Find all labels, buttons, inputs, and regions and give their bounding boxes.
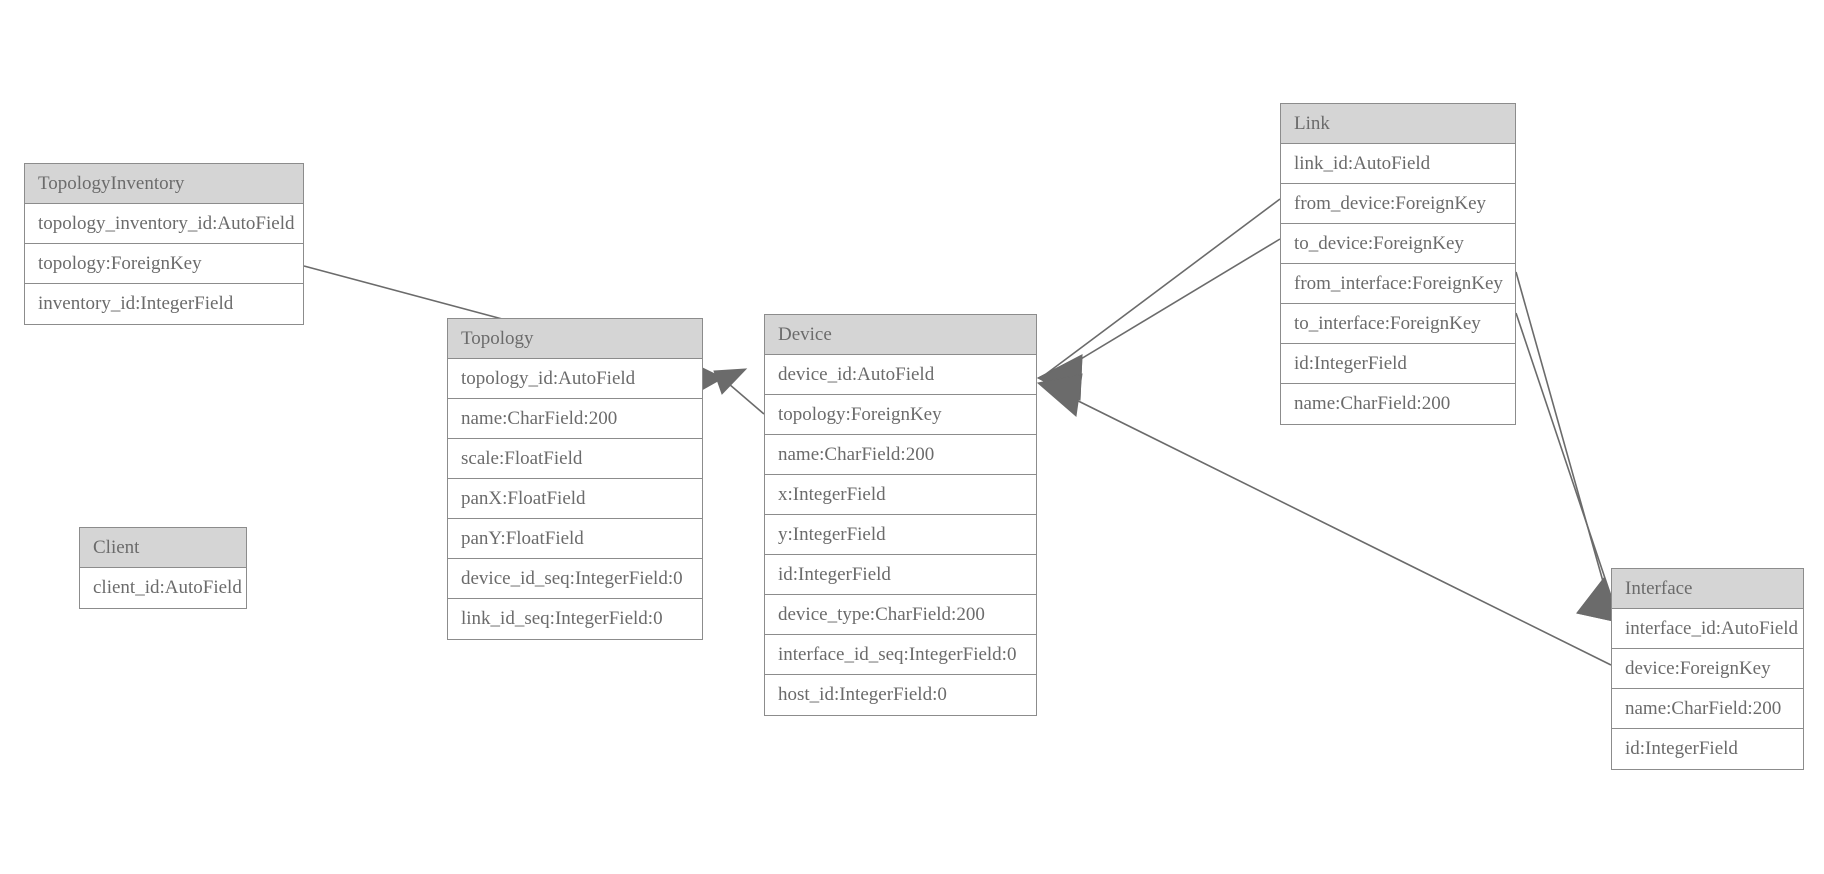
entity-field-row[interactable]: panY:FloatField (448, 519, 702, 559)
relationship-line-link-to-interface (1515, 312, 1619, 618)
relationship-line-device-topology (721, 377, 765, 415)
entity-field-row[interactable]: topology_id:AutoField (448, 359, 702, 399)
entity-field-row[interactable]: topology:ForeignKey (765, 395, 1036, 435)
entity-field-row[interactable]: name:CharField:200 (448, 399, 702, 439)
entity-field-row[interactable]: device_id:AutoField (765, 355, 1036, 395)
entity-field-row[interactable]: id:IntegerField (1612, 729, 1803, 769)
entity-field-row[interactable]: device_id_seq:IntegerField:0 (448, 559, 702, 599)
entity-field-row[interactable]: name:CharField:200 (1612, 689, 1803, 729)
entity-field-row[interactable]: interface_id:AutoField (1612, 609, 1803, 649)
entity-field-row[interactable]: y:IntegerField (765, 515, 1036, 555)
entity-title-topology_inventory: TopologyInventory (25, 164, 303, 204)
relationship-arrowhead-link-to-device (1036, 354, 1083, 401)
entity-field-row[interactable]: id:IntegerField (765, 555, 1036, 595)
entity-title-link: Link (1281, 104, 1515, 144)
entity-field-row[interactable]: to_device:ForeignKey (1281, 224, 1515, 264)
entity-field-row[interactable]: link_id:AutoField (1281, 144, 1515, 184)
entity-field-row[interactable]: name:CharField:200 (765, 435, 1036, 475)
entity-title-interface: Interface (1612, 569, 1803, 609)
entity-field-row[interactable]: topology:ForeignKey (25, 244, 303, 284)
relationship-line-interface-device (1047, 385, 1612, 666)
entity-title-topology: Topology (448, 319, 702, 359)
relationship-line-link-from-device (1045, 198, 1281, 375)
entity-field-row[interactable]: topology_inventory_id:AutoField (25, 204, 303, 244)
entity-field-row[interactable]: to_interface:ForeignKey (1281, 304, 1515, 344)
entity-field-row[interactable]: x:IntegerField (765, 475, 1036, 515)
entity-field-row[interactable]: from_interface:ForeignKey (1281, 264, 1515, 304)
relationship-line-link-from-interface (1515, 271, 1614, 618)
entity-field-row[interactable]: device_type:CharField:200 (765, 595, 1036, 635)
entity-title-client: Client (80, 528, 246, 568)
entity-field-row[interactable]: host_id:IntegerField:0 (765, 675, 1036, 715)
entity-field-row[interactable]: device:ForeignKey (1612, 649, 1803, 689)
relationship-arrowhead-device-topology (713, 368, 748, 395)
entity-field-row[interactable]: scale:FloatField (448, 439, 702, 479)
entity-field-row[interactable]: interface_id_seq:IntegerField:0 (765, 635, 1036, 675)
relationship-arrowhead-interface-device (1036, 373, 1083, 417)
entity-field-row[interactable]: panX:FloatField (448, 479, 702, 519)
relationship-arrowhead-link-from-device (1036, 354, 1083, 401)
entity-field-row[interactable]: link_id_seq:IntegerField:0 (448, 599, 702, 639)
entity-field-row[interactable]: name:CharField:200 (1281, 384, 1515, 424)
entity-title-device: Device (765, 315, 1036, 355)
entity-field-row[interactable]: from_device:ForeignKey (1281, 184, 1515, 224)
relationship-line-link-to-device (1045, 238, 1281, 381)
entity-field-row[interactable]: inventory_id:IntegerField (25, 284, 303, 324)
entity-field-row[interactable]: id:IntegerField (1281, 344, 1515, 384)
entity-field-row[interactable]: client_id:AutoField (80, 568, 246, 608)
